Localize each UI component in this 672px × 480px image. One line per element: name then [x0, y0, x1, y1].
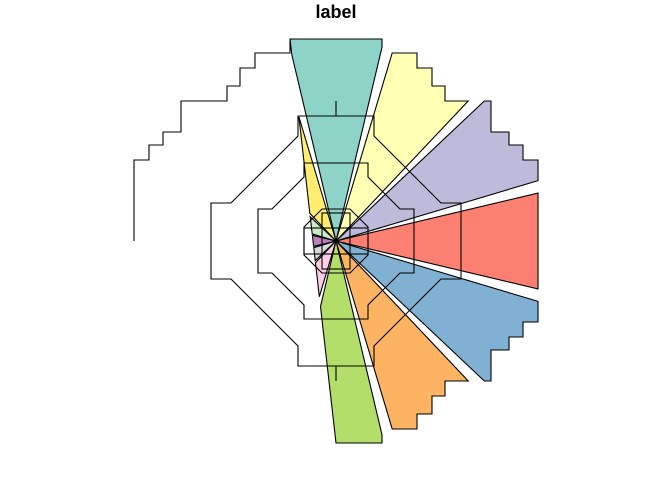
center-box-horizontal	[303, 227, 369, 255]
center-box-vertical	[321, 212, 351, 270]
sector-upper-right	[335, 100, 539, 242]
ring-outer	[210, 115, 462, 367]
sector-lower-right	[335, 240, 539, 382]
sector-bottom	[319, 240, 383, 444]
sectors-layer	[133, 38, 539, 444]
sector-bottom-right	[335, 240, 470, 430]
chart-title: label	[315, 2, 357, 22]
sector-top	[133, 38, 383, 242]
sector-left	[311, 234, 337, 247]
sector-top-right	[335, 52, 470, 242]
sector-right	[335, 192, 539, 290]
ring-middle	[257, 162, 415, 320]
rings-layer	[210, 101, 462, 381]
